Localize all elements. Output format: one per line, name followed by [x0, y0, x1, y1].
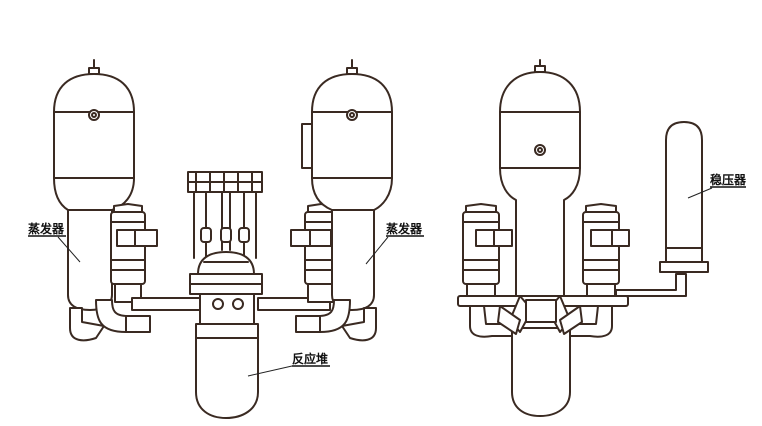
- u-pipes-right: [295, 299, 377, 342]
- label-steam-generator-right: 蒸发器: [365, 221, 424, 265]
- svg-text:反应堆: 反应堆: [292, 351, 328, 366]
- left-assembly: 蒸发器 蒸发器 反应堆: [28, 59, 424, 419]
- lower-vessel-side: [511, 327, 571, 417]
- piping-side: [457, 273, 687, 338]
- u-pipes-left: [69, 299, 151, 342]
- label-steam-generator-left: 蒸发器: [28, 221, 81, 263]
- pump-side-right: [582, 203, 630, 301]
- right-assembly: 稳压器: [457, 59, 747, 417]
- svg-text:蒸发器: 蒸发器: [386, 221, 423, 236]
- hot-leg-left: [131, 297, 205, 311]
- pump-center: [290, 203, 338, 303]
- pressurizer: [659, 121, 709, 273]
- svg-text:稳压器: 稳压器: [710, 172, 747, 187]
- reactor-vessel: [187, 171, 263, 419]
- pump-side-left: [462, 203, 513, 301]
- label-pressurizer: 稳压器: [687, 172, 747, 199]
- pump-left: [110, 203, 158, 303]
- label-reactor: 反应堆: [247, 351, 330, 377]
- svg-text:蒸发器: 蒸发器: [28, 221, 65, 236]
- steam-generator-right: [301, 59, 393, 311]
- steam-generator-left: [53, 59, 135, 311]
- steam-generator-side: [499, 59, 581, 301]
